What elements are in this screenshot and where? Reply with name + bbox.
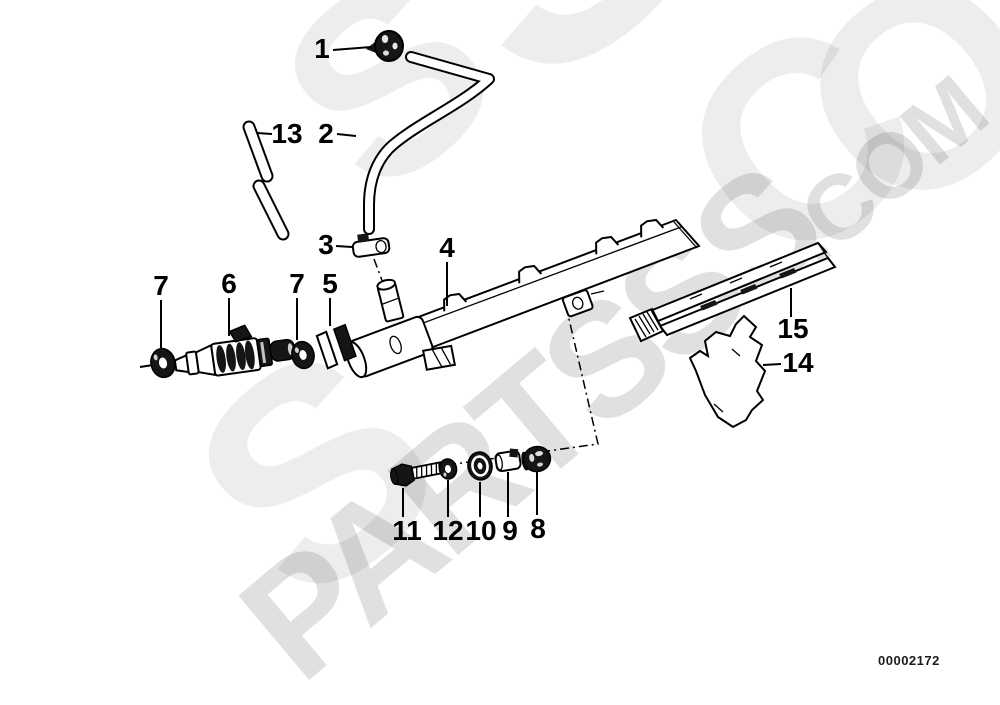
part-14-bracket xyxy=(688,314,767,429)
callout-7-right: 7 xyxy=(289,268,305,299)
axis-rail-to-fasteners xyxy=(389,305,599,474)
part-3-clamp xyxy=(351,233,391,258)
document-number: 00002172 xyxy=(878,653,940,668)
callout-6: 6 xyxy=(221,268,237,299)
leader-1 xyxy=(332,46,372,51)
callout-12: 12 xyxy=(432,515,463,546)
callout-7-left: 7 xyxy=(153,270,169,301)
leader-14 xyxy=(762,363,782,366)
part-7-oring-right xyxy=(291,340,315,370)
part-4-fuel-rail xyxy=(345,218,701,379)
callout-9: 9 xyxy=(502,515,518,546)
callout-1: 1 xyxy=(314,33,330,64)
callout-10: 10 xyxy=(465,515,496,546)
callout-4: 4 xyxy=(439,232,455,263)
axis-hose-to-rail xyxy=(373,258,390,300)
part-6-injector xyxy=(173,324,296,377)
callout-11: 11 xyxy=(392,515,422,546)
callout-3: 3 xyxy=(318,229,334,260)
part-10-grommet xyxy=(467,451,493,481)
part-11-bolt xyxy=(389,461,445,487)
leader-2 xyxy=(336,133,357,137)
leader-3 xyxy=(335,245,353,248)
callout-5: 5 xyxy=(322,268,338,299)
leader-13 xyxy=(256,132,273,135)
part-2-hose xyxy=(363,51,495,235)
part-13-tube xyxy=(242,120,290,241)
part-1-cap-nut xyxy=(366,30,404,62)
part-8-cap-nut xyxy=(521,445,552,473)
part-9-spacer xyxy=(494,448,522,473)
part-7-oring-left xyxy=(150,347,176,379)
part-5-clip xyxy=(315,323,357,370)
callout-14: 14 xyxy=(782,347,814,378)
part-15-cover-rail xyxy=(628,241,837,343)
callout-13: 13 xyxy=(271,118,302,149)
callout-2: 2 xyxy=(318,118,334,149)
callout-15: 15 xyxy=(777,313,808,344)
callout-8: 8 xyxy=(530,513,546,544)
part-12-washer xyxy=(438,458,458,480)
